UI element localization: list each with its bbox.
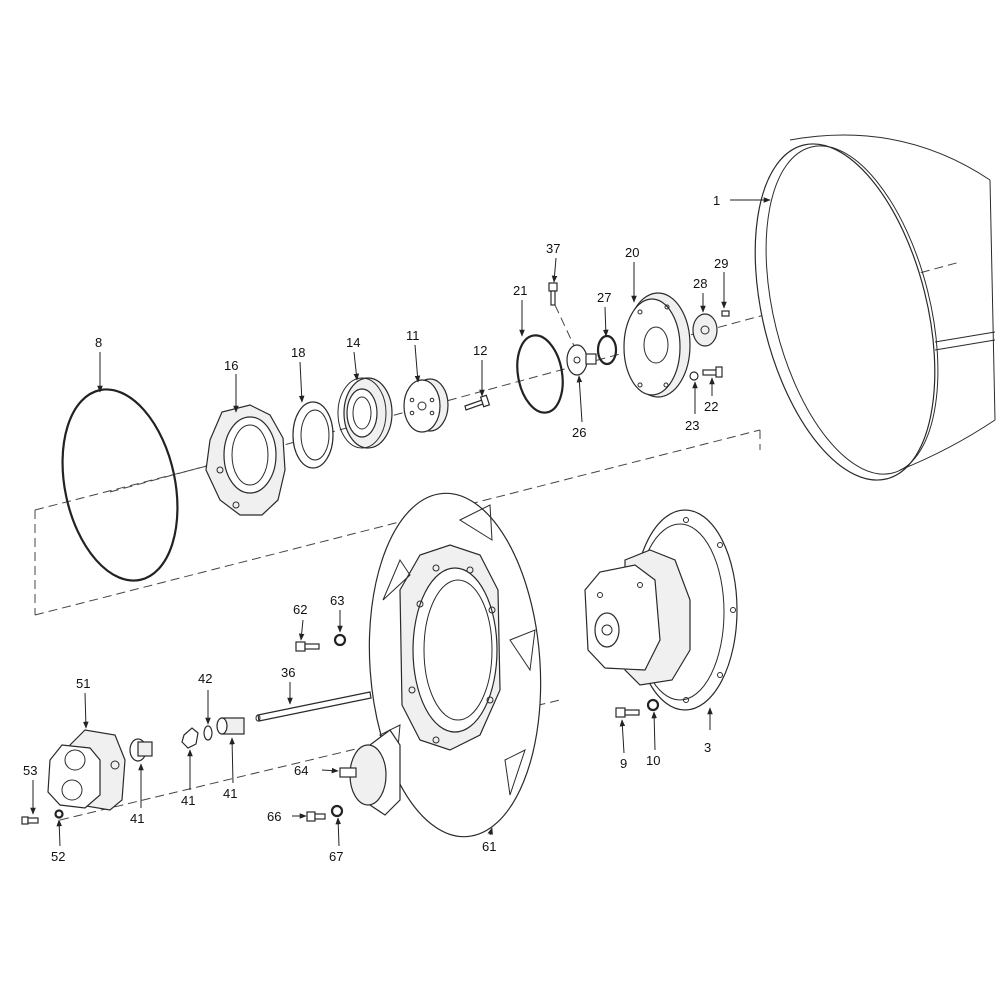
- part-62-bolt: [295, 641, 320, 652]
- callout-67: 67: [329, 849, 343, 864]
- callout-37: 37: [546, 241, 560, 256]
- callout-23: 23: [685, 418, 699, 433]
- part-11-hub: [403, 378, 449, 433]
- part-9-bolt: [615, 707, 640, 718]
- callout-9: 9: [620, 756, 627, 771]
- callout-51: 51: [76, 676, 90, 691]
- callout-8: 8: [95, 335, 102, 350]
- callout-10: 10: [646, 753, 660, 768]
- part-41-coupling-right: [216, 717, 245, 735]
- part-36-shaft: [255, 691, 372, 722]
- callout-20: 20: [625, 245, 639, 260]
- callout-14: 14: [346, 335, 360, 350]
- callout-16: 16: [224, 358, 238, 373]
- callout-11: 11: [406, 328, 420, 343]
- callout-36: 36: [281, 665, 295, 680]
- part-22-bolt: [702, 366, 723, 378]
- callout-18: 18: [291, 345, 305, 360]
- part-42-ring: [203, 725, 213, 741]
- callout-66: 66: [267, 809, 281, 824]
- part-10-washer: [646, 698, 660, 712]
- part-41-coupling-middle: [181, 727, 199, 749]
- part-18-seal: [292, 401, 334, 469]
- part-28-plate: [692, 313, 718, 347]
- part-14-bearing: [337, 377, 393, 449]
- callout-3: 3: [704, 740, 711, 755]
- part-53-screw: [21, 816, 39, 825]
- callout-21: 21: [513, 283, 527, 298]
- part-29-screw: [721, 310, 730, 317]
- callout-52: 52: [51, 849, 65, 864]
- part-51-pump: [47, 729, 126, 811]
- part-21-o-ring: [516, 334, 564, 414]
- callout-1: 1: [713, 193, 720, 208]
- part-1-drum: [754, 134, 996, 481]
- callout-41-middle: 41: [181, 793, 195, 808]
- callout-41-right: 41: [223, 786, 237, 801]
- callout-12: 12: [473, 343, 487, 358]
- part-41-coupling-left: [129, 738, 153, 762]
- part-67-washer: [330, 804, 344, 818]
- part-63-washer: [333, 633, 347, 647]
- callout-26: 26: [572, 425, 586, 440]
- leader-lines: [30, 197, 771, 847]
- part-3-motor-unit: [584, 509, 738, 711]
- callout-22: 22: [704, 399, 718, 414]
- callout-61: 61: [482, 839, 496, 854]
- callout-41-left: 41: [130, 811, 144, 826]
- part-37-screw: [548, 282, 577, 351]
- callout-27: 27: [597, 290, 611, 305]
- part-52-washer: [54, 809, 64, 819]
- callout-42: 42: [198, 671, 212, 686]
- callout-64: 64: [294, 763, 308, 778]
- callout-labels: 1 3 8 9 10 11 12 14 16 18 20 21 22 23 26…: [23, 193, 728, 864]
- part-8-o-ring: [61, 388, 179, 582]
- callout-62: 62: [293, 602, 307, 617]
- part-61-disc: [368, 492, 542, 838]
- part-26-flange: [566, 344, 597, 376]
- callout-53: 53: [23, 763, 37, 778]
- part-66-bolt: [306, 811, 326, 822]
- callout-29: 29: [714, 256, 728, 271]
- part-12-bolt: [464, 394, 491, 411]
- callout-63: 63: [330, 593, 344, 608]
- part-64-cap: [339, 729, 401, 816]
- part-27-ring: [596, 334, 618, 366]
- part-16-bracket: [205, 404, 286, 516]
- part-23-washer: [689, 371, 699, 381]
- callout-28: 28: [693, 276, 707, 291]
- part-20-cover: [623, 292, 691, 398]
